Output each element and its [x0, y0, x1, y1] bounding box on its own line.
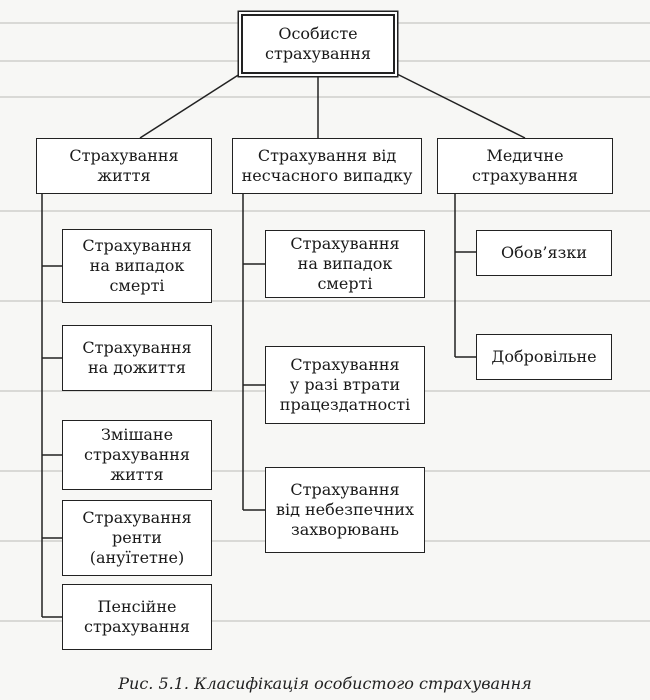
category-label: Медичне страхування: [472, 146, 578, 185]
category-node-accident: Страхування від несчасного випадку: [232, 138, 422, 194]
category-label: Страхування від несчасного випадку: [241, 146, 413, 185]
child-label: Страхування на випадок смерті: [82, 236, 192, 295]
child-label: Пенсійне страхування: [84, 597, 190, 636]
child-node: Страхування ренти (ануїтетне): [62, 500, 212, 576]
child-label: Страхування ренти (ануїтетне): [82, 508, 192, 567]
child-node: Змішане страхування життя: [62, 420, 212, 490]
category-node-medical: Медичне страхування: [437, 138, 613, 194]
root-node-label: Особисте страхування: [265, 24, 371, 63]
child-node: Страхування у разі втрати працездатності: [265, 346, 425, 424]
connector-root-cat1: [139, 71, 244, 139]
child-node: Добровільне: [476, 334, 612, 380]
figure-caption: Рис. 5.1. Класифікація особистого страху…: [118, 674, 532, 693]
child-node: Страхування на випадок смерті: [62, 229, 212, 303]
background-line: [0, 96, 650, 98]
background-line: [0, 210, 650, 212]
child-label: Змішане страхування життя: [84, 425, 190, 484]
child-label: Страхування на випадок смерті: [290, 234, 400, 293]
category-node-life: Страхування життя: [36, 138, 212, 194]
child-node: Обов’язки: [476, 230, 612, 276]
root-node: Особисте страхування: [241, 14, 395, 74]
child-node: Страхування на дожиття: [62, 325, 212, 391]
background-line: [0, 620, 650, 622]
child-label: Страхування на дожиття: [82, 338, 192, 377]
child-node: Пенсійне страхування: [62, 584, 212, 650]
child-node: Страхування від небезпечних захворювань: [265, 467, 425, 553]
connector-root-cat3: [392, 71, 526, 139]
child-node: Страхування на випадок смерті: [265, 230, 425, 298]
background-line: [0, 300, 650, 302]
child-label: Обов’язки: [501, 243, 587, 262]
child-label: Добровільне: [491, 347, 597, 366]
child-label: Страхування від небезпечних захворювань: [275, 480, 415, 539]
child-label: Страхування у разі втрати працездатності: [279, 355, 411, 414]
category-label: Страхування життя: [69, 146, 179, 185]
